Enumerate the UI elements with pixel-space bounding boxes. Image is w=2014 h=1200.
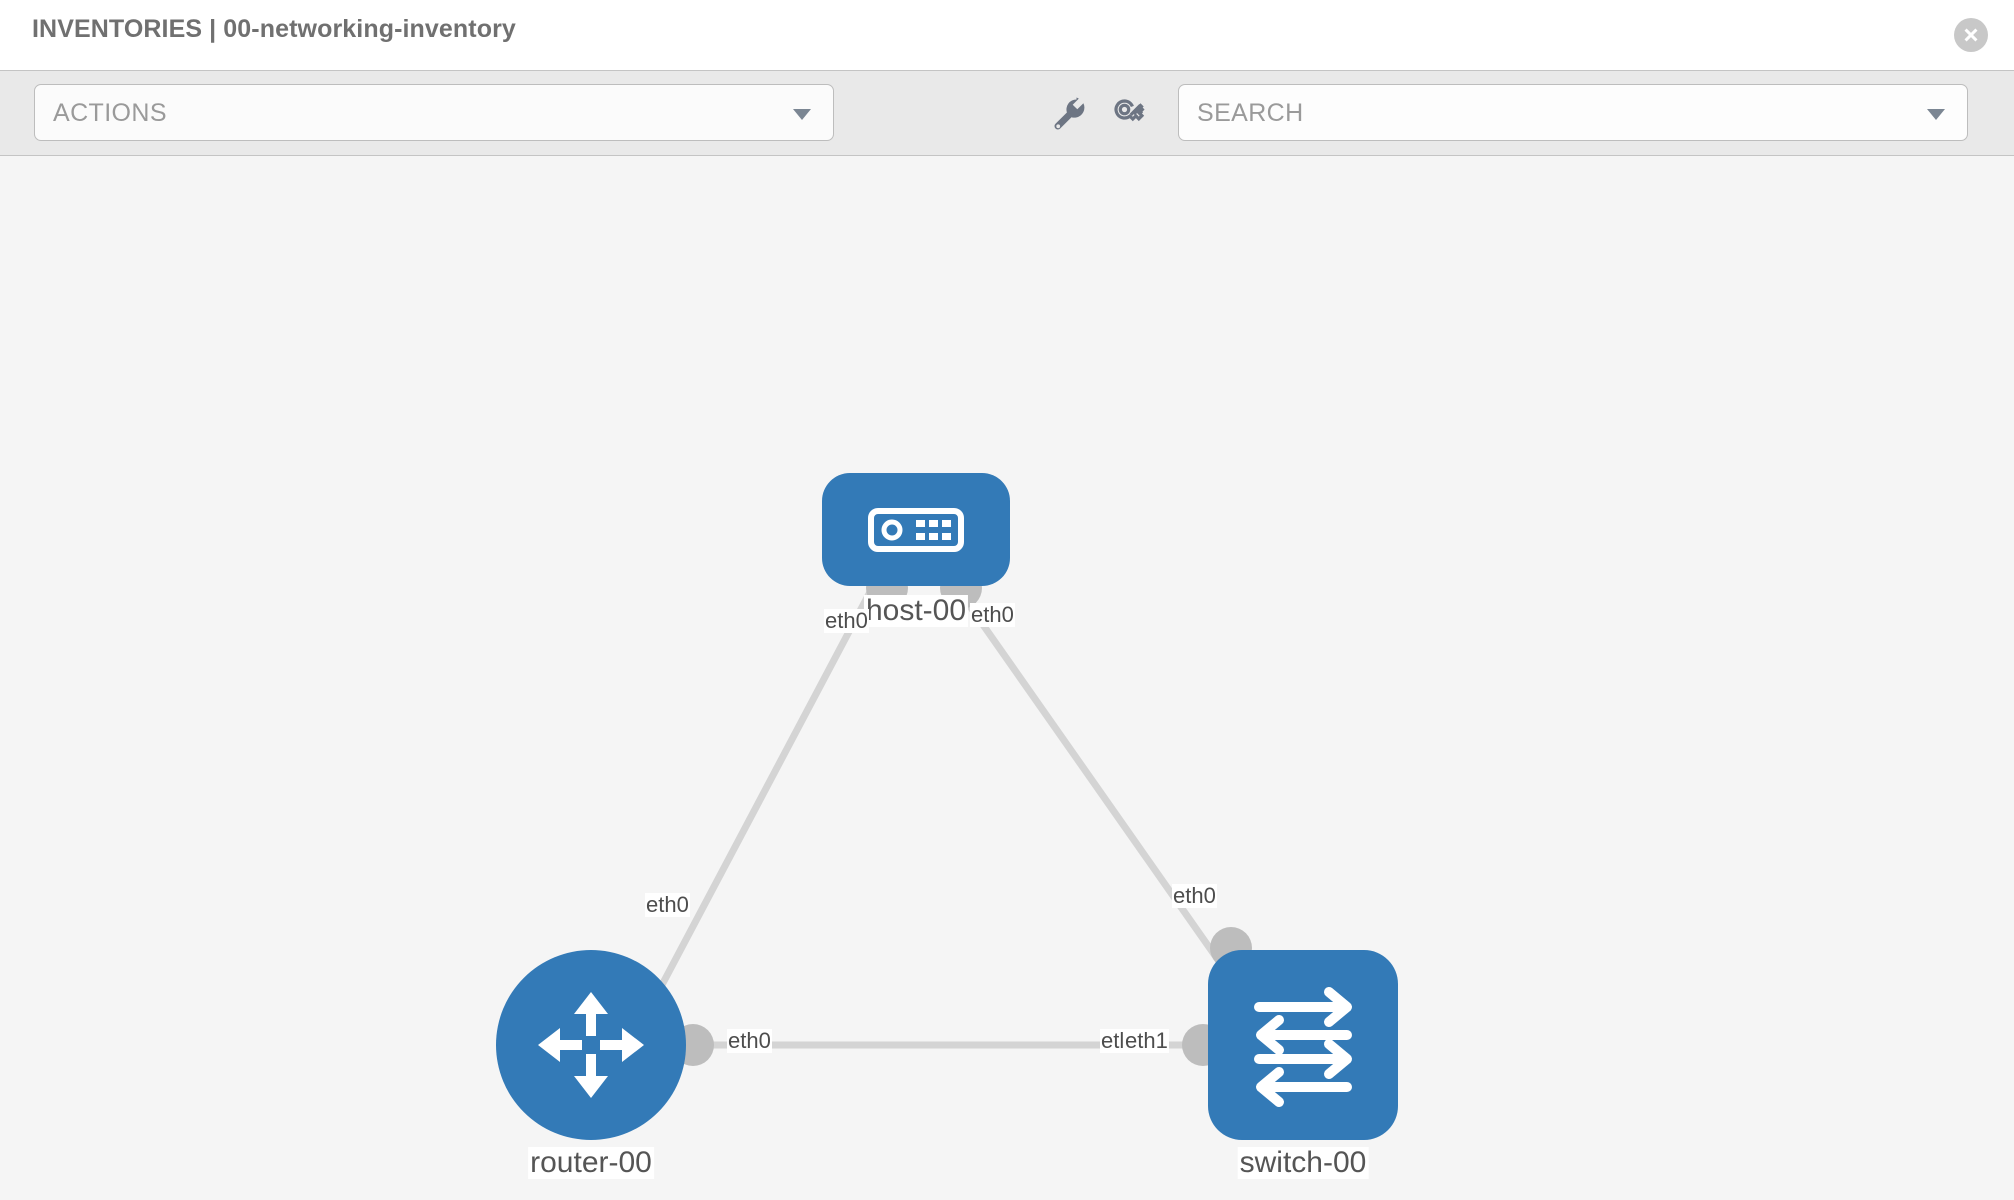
search-input[interactable]: SEARCH	[1178, 84, 1968, 141]
router-node-shape	[496, 950, 686, 1140]
host-node-shape	[822, 473, 1010, 586]
edge-label-router-switch-overlap: etl	[1100, 1028, 1126, 1054]
node-switch-00[interactable]: switch-00	[1208, 950, 1398, 1179]
actions-dropdown-label: ACTIONS	[53, 99, 167, 127]
chevron-down-icon	[793, 109, 811, 120]
edge-label-host-router-near-host: eth0	[824, 608, 869, 634]
edge-label-host-switch-near-switch: eth0	[1172, 883, 1217, 909]
node-label-host: host-00	[863, 594, 969, 627]
router-arrows-icon	[538, 992, 644, 1098]
topology-canvas[interactable]: host-00 router-00	[0, 157, 2014, 1200]
actions-dropdown[interactable]: ACTIONS	[34, 84, 834, 141]
key-icon[interactable]	[1110, 93, 1150, 133]
switch-node-shape	[1208, 950, 1398, 1140]
server-icon	[868, 507, 964, 552]
edge-label-router-switch-near-router: eth0	[727, 1028, 772, 1054]
wrench-icon[interactable]	[1048, 93, 1088, 133]
edge-label-host-router-near-router: eth0	[645, 892, 690, 918]
node-router-00[interactable]: router-00	[496, 950, 686, 1179]
node-label-router: router-00	[528, 1146, 654, 1179]
page-title: INVENTORIES | 00-networking-inventory	[32, 15, 516, 43]
toolbar: ACTIONS SEARCH	[0, 70, 2014, 156]
switch-arrows-icon	[1254, 987, 1352, 1107]
search-placeholder: SEARCH	[1197, 99, 1304, 127]
edge-label-router-switch-near-switch: eth1	[1124, 1028, 1169, 1054]
topology-edges	[641, 589, 1233, 1049]
edge-label-host-switch-near-host: eth0	[970, 602, 1015, 628]
close-icon[interactable]	[1954, 18, 1988, 52]
chevron-down-icon	[1927, 109, 1945, 120]
node-label-switch: switch-00	[1237, 1146, 1369, 1179]
page-header: INVENTORIES | 00-networking-inventory	[0, 0, 2014, 70]
node-host-00[interactable]: host-00	[822, 473, 1010, 627]
